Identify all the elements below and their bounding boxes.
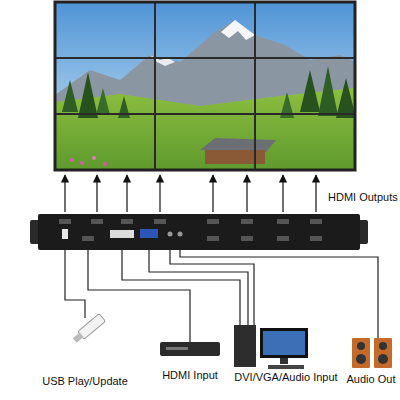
speaker-driver: [378, 354, 388, 364]
flower: [80, 161, 84, 165]
device-label: Audio Out: [347, 373, 396, 386]
vga-port: [140, 229, 158, 238]
cabin-roof: [200, 138, 276, 152]
dvd-player: [160, 342, 220, 356]
output-arrow: [126, 175, 127, 212]
hdmi-port: [82, 236, 94, 241]
wall-sky: [55, 2, 355, 170]
device-caption: USB Play/Update: [38, 318, 132, 388]
dvi-port: [110, 230, 134, 238]
mountain-range: [55, 20, 355, 115]
tree: [318, 66, 338, 116]
speaker-driver: [357, 342, 365, 350]
output-arrow: [246, 175, 247, 212]
device-label: DVI/VGA/Audio Input: [234, 371, 337, 384]
cable: [65, 250, 85, 318]
output-arrow: [212, 175, 213, 212]
speaker: [352, 338, 370, 368]
panel-bezel: [154, 2, 156, 170]
port-group-label: HDMI Outputs: [328, 191, 398, 204]
hdmi-port: [310, 219, 322, 224]
tree: [300, 70, 320, 112]
output-arrow: [315, 175, 316, 212]
wall-frame: [55, 2, 355, 170]
hdmi-port: [154, 219, 166, 224]
tree: [96, 88, 110, 115]
monitor-screen: [263, 331, 305, 355]
flower: [70, 158, 74, 162]
hdmi-port: [91, 219, 103, 224]
output-arrow: [282, 175, 283, 212]
speaker-driver: [356, 354, 366, 364]
usb-plug: [73, 332, 84, 342]
device-caption: DVI/VGA/Audio Input: [226, 322, 346, 384]
panel-bezel: [55, 57, 355, 59]
tree: [62, 80, 78, 112]
device-label: HDMI Input: [162, 369, 218, 382]
audio-jack: [178, 232, 183, 237]
speaker: [374, 338, 392, 368]
monitor-stand: [280, 358, 288, 364]
device-caption: HDMI Input: [143, 338, 237, 382]
hdmi-port: [59, 219, 71, 224]
controller-body: [38, 214, 360, 250]
speaker-driver: [379, 342, 387, 350]
hdmi-port: [121, 219, 133, 224]
flower: [103, 162, 107, 166]
audio-jack: [168, 232, 173, 237]
mountain-snow: [221, 20, 255, 40]
tree: [78, 72, 98, 118]
tree: [336, 78, 355, 118]
hdmi-port: [277, 219, 289, 224]
hdmi-port: [241, 236, 253, 241]
hdmi-port: [310, 236, 322, 241]
device-label: USB Play/Update: [42, 375, 128, 388]
hdmi-port: [207, 236, 219, 241]
monitor: [260, 328, 308, 358]
mountain-snow: [150, 55, 175, 66]
cable: [122, 250, 240, 325]
hdmi-port: [277, 236, 289, 241]
panel-bezel: [55, 113, 355, 115]
pc-tower: [234, 325, 256, 367]
output-arrow: [159, 175, 160, 212]
usb-port: [62, 229, 68, 239]
keyboard: [268, 365, 304, 369]
cable: [149, 250, 248, 325]
hdmi-port: [241, 219, 253, 224]
flower: [92, 156, 96, 160]
disc-tray: [166, 347, 188, 350]
cable: [170, 250, 254, 325]
device-caption: Audio Out: [342, 336, 400, 386]
hdmi-port: [207, 219, 219, 224]
cable: [180, 250, 378, 338]
output-arrow: [96, 175, 97, 212]
panel-bezel: [254, 2, 256, 170]
output-arrow: [64, 175, 65, 212]
